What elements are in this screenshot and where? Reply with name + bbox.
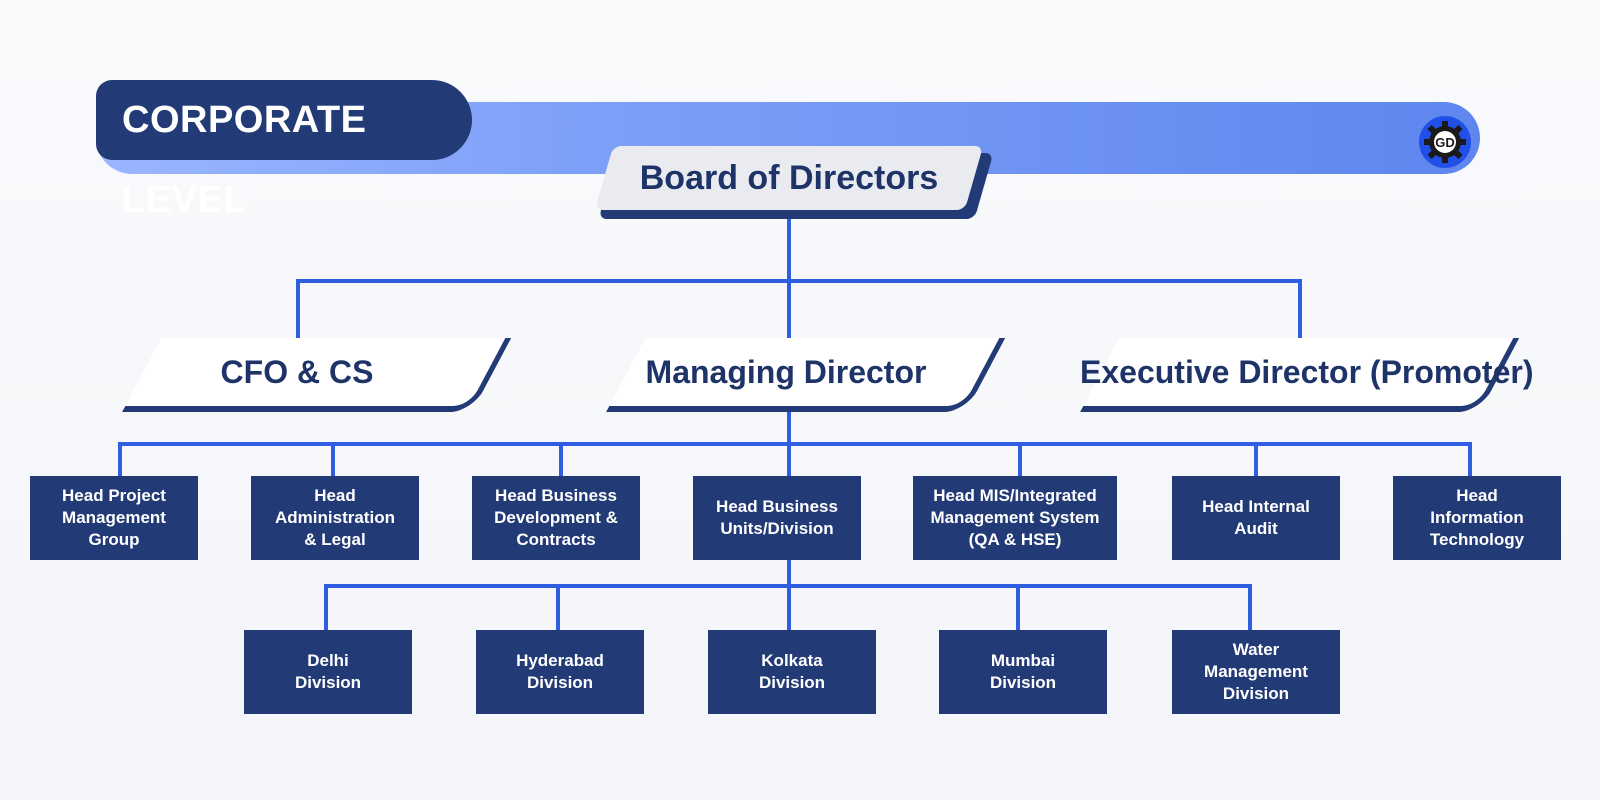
role-executive-director: Executive Director (Promoter) [1080,338,1534,412]
division-water-management: Water Management Division [1172,630,1340,714]
role-cfo-cs: CFO & CS [122,338,512,412]
role-managing-director-label: Managing Director [645,354,927,390]
board-of-directors-node: Board of Directors [639,159,939,197]
head-project-management-group: Head Project Management Group [30,476,198,560]
role-cfo-cs-label: CFO & CS [220,354,374,390]
gear-logo-icon: GD [1419,116,1471,168]
role-managing-director: Managing Director [606,338,1006,412]
head-business-units: Head Business Units/Division [693,476,861,560]
role-executive-director-label: Executive Director (Promoter) [1080,354,1534,390]
corporate-level-title: CORPORATE LEVEL [96,80,472,221]
logo-text: GD [1435,135,1455,150]
division-hyderabad: Hyderabad Division [476,630,644,714]
division-kolkata: Kolkata Division [708,630,876,714]
head-mis-ims: Head MIS/Integrated Management System (Q… [913,476,1117,560]
head-internal-audit: Head Internal Audit [1172,476,1340,560]
division-delhi: Delhi Division [244,630,412,714]
head-information-technology: Head Information Technology [1393,476,1561,560]
division-mumbai: Mumbai Division [939,630,1107,714]
head-administration-legal: Head Administration & Legal [251,476,419,560]
head-business-development: Head Business Development & Contracts [472,476,640,560]
